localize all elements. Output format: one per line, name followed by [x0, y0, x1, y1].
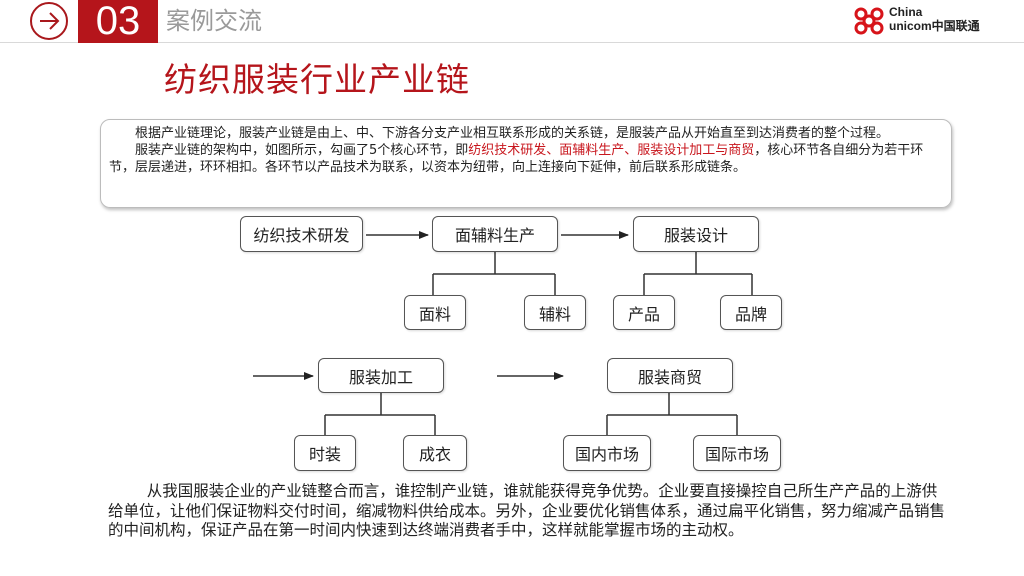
intro-paragraph-1: 根据产业链理论，服装产业链是由上、中、下游各分支产业相互联系形成的关系链，是服装…	[135, 126, 890, 141]
logo-text-en: China	[889, 5, 923, 19]
node-apparel-design: 服装设计	[633, 216, 759, 252]
node-apparel-processing: 服装加工	[318, 358, 444, 393]
china-unicom-logo: China unicom中国联通	[852, 5, 992, 37]
node-fabric: 面料	[404, 295, 466, 330]
node-fabric-production: 面辅料生产	[432, 216, 558, 252]
unicom-knot-icon	[854, 7, 884, 35]
node-domestic-market: 国内市场	[563, 435, 651, 471]
node-textile-rd: 纺织技术研发	[240, 216, 363, 252]
logo-text-en-2: unicom	[889, 19, 932, 33]
intro-highlight: 纺织技术研发、面辅料生产、服装设计加工与商贸	[468, 143, 755, 158]
conclusion-text: 从我国服装企业的产业链整合而言，谁控制产业链，谁就能获得竞争优势。企业要直接操控…	[108, 482, 948, 541]
conclusion-paragraph: 从我国服装企业的产业链整合而言，谁控制产业链，谁就能获得竞争优势。企业要直接操控…	[108, 482, 946, 539]
header-divider	[0, 42, 1024, 43]
node-accessory: 辅料	[524, 295, 586, 330]
logo-text-cn: 中国联通	[931, 19, 980, 33]
node-product: 产品	[613, 295, 675, 330]
intro-text-before: 服装产业链的架构中，如图所示，勾画了5个核心环节，即	[135, 143, 469, 158]
intro-box: 根据产业链理论，服装产业链是由上、中、下游各分支产业相互联系形成的关系链，是服装…	[100, 119, 952, 208]
node-ready-made: 成衣	[403, 435, 467, 471]
section-title: 案例交流	[166, 7, 262, 35]
logo-text-line2: unicom中国联通	[889, 20, 980, 33]
page-title: 纺织服装行业产业链	[164, 60, 470, 99]
node-apparel-trade: 服装商贸	[607, 358, 733, 393]
node-fashion: 时装	[294, 435, 356, 471]
node-international-market: 国际市场	[693, 435, 781, 471]
arrow-right-icon	[30, 2, 68, 40]
intro-paragraph-2: 服装产业链的架构中，如图所示，勾画了5个核心环节，即纺织技术研发、面辅料生产、服…	[109, 142, 943, 176]
section-number: 03	[78, 0, 158, 43]
intro-text-after: ，核心环节各自细分为若干环节，层层递进，环环相扣。各环节以产品技术为联系，以资本…	[109, 143, 924, 175]
node-brand: 品牌	[720, 295, 782, 330]
